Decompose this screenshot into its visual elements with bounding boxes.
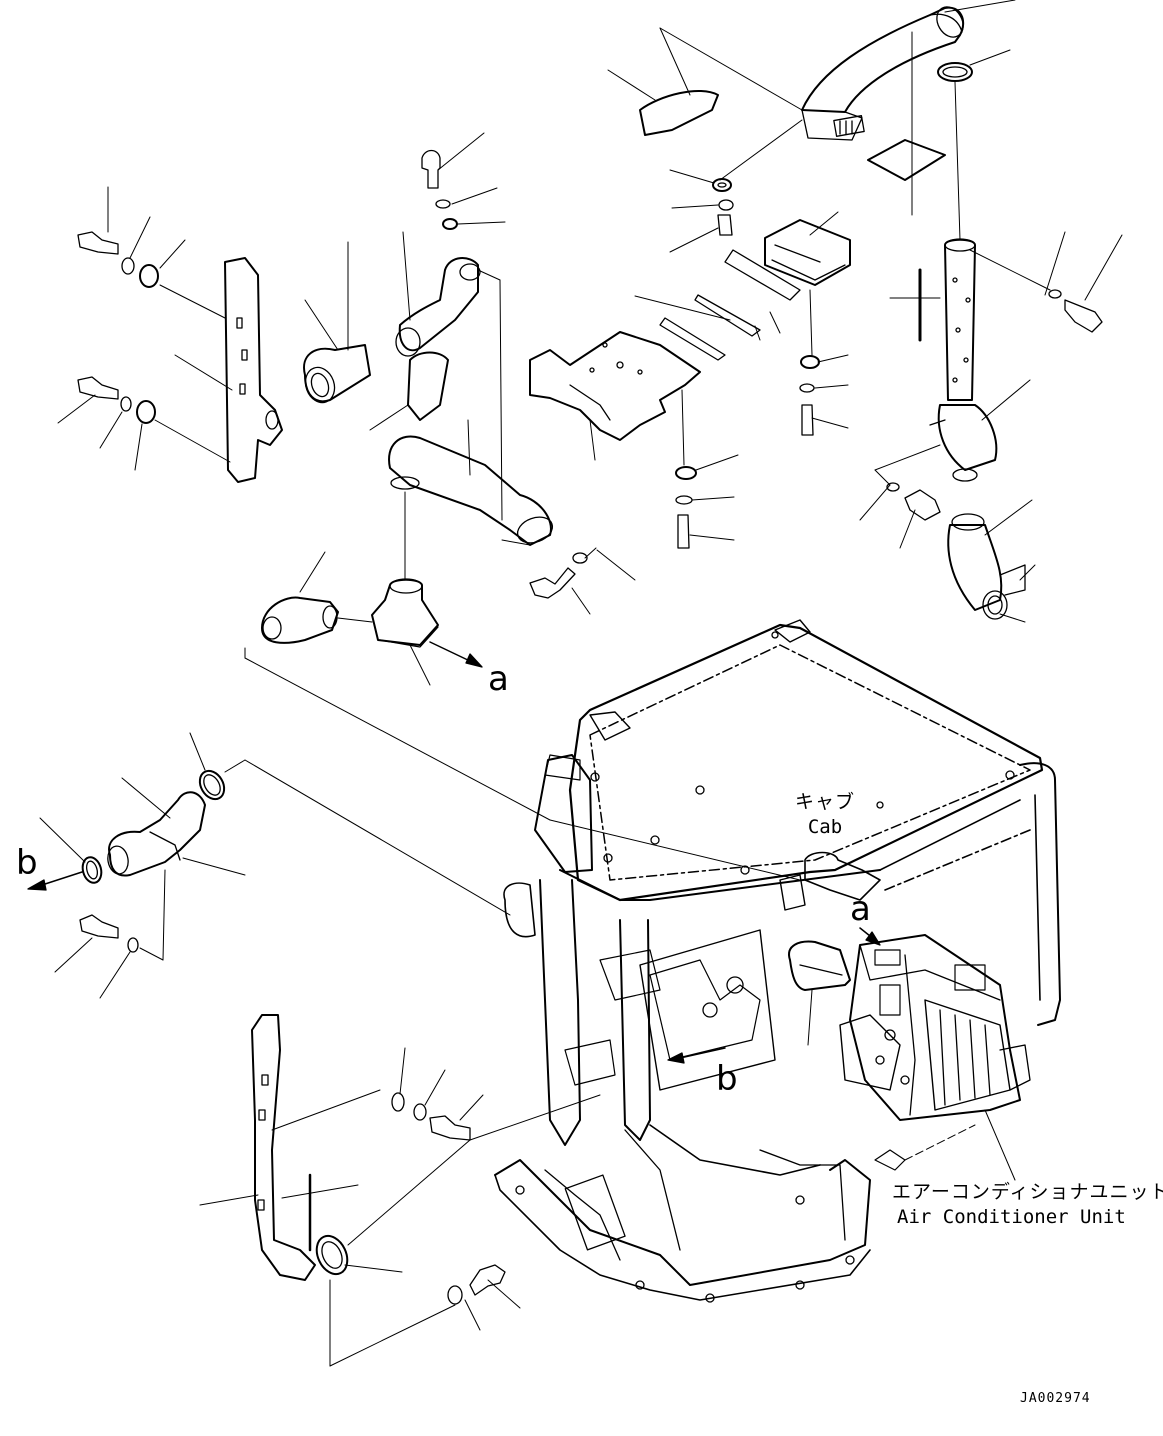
cab-frame [494, 619, 1061, 1303]
ref-label-a: a [488, 659, 509, 699]
ac-unit-label-en: Air Conditioner Unit [897, 1206, 1126, 1228]
ref-label-a-cab: a [850, 889, 871, 929]
upper-leader-lines [607, 0, 1123, 623]
cab-label-jp: キャブ [794, 791, 855, 813]
lower-left-duct [27, 732, 511, 999]
drawing-code: JA002974 [1020, 1391, 1091, 1406]
ac-unit-label-jp: エアーコンディショナユニット [892, 1181, 1163, 1203]
air-conditioner-unit [839, 934, 1031, 1181]
center-vent-assembly [529, 89, 851, 549]
lower-left-bracket [199, 1014, 601, 1367]
ref-label-b-cab: b [716, 1059, 738, 1099]
upper-right-duct-assembly [801, 6, 1103, 620]
ref-label-b: b [16, 843, 38, 883]
left-duct-group [57, 132, 801, 881]
cab-label-en: Cab [807, 816, 843, 838]
arrow-a-top [429, 641, 483, 668]
